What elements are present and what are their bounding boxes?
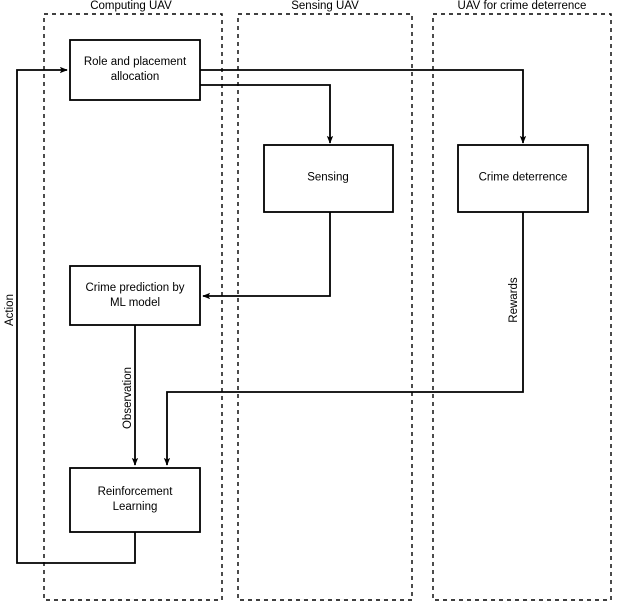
edge-crime-deterrence-to-reinforcement-learning xyxy=(163,212,524,466)
group-label-sensing-uav: Sensing UAV xyxy=(291,0,359,12)
node-box-reinforcement-learning[interactable] xyxy=(69,467,201,533)
edge-label-reinforcement-learning-to-allocation: Action xyxy=(4,294,16,326)
edge-label-crime-prediction-to-reinforcement-learning: Observation xyxy=(122,366,134,430)
group-label-computing-uav: Computing UAV xyxy=(90,0,172,12)
node-box-crime-prediction-by-ml-model[interactable] xyxy=(69,265,201,326)
node-box-sensing[interactable] xyxy=(263,144,394,213)
edge-allocation-to-sensing xyxy=(200,84,334,144)
group-boundaries xyxy=(43,13,612,601)
group-boundary-sensing-uav xyxy=(237,13,413,601)
nodes xyxy=(69,39,589,533)
group-label-uav-crime-deterrence: UAV for crime deterrence xyxy=(457,0,587,12)
group-boundary-computing-uav xyxy=(43,13,223,601)
group-boundary-uav-crime-deterrence xyxy=(432,13,612,601)
edge-sensing-to-crime-prediction xyxy=(202,212,331,300)
edge-allocation-to-crime-deterrence xyxy=(200,69,527,144)
node-box-role-and-placement-allocation[interactable] xyxy=(69,39,201,101)
node-box-crime-deterrence[interactable] xyxy=(457,144,589,213)
edge-reinforcement-learning-to-allocation xyxy=(16,66,136,564)
edge-label-crime-deterrence-to-reinforcement-learning: Rewards xyxy=(508,277,520,323)
edges xyxy=(16,66,527,564)
